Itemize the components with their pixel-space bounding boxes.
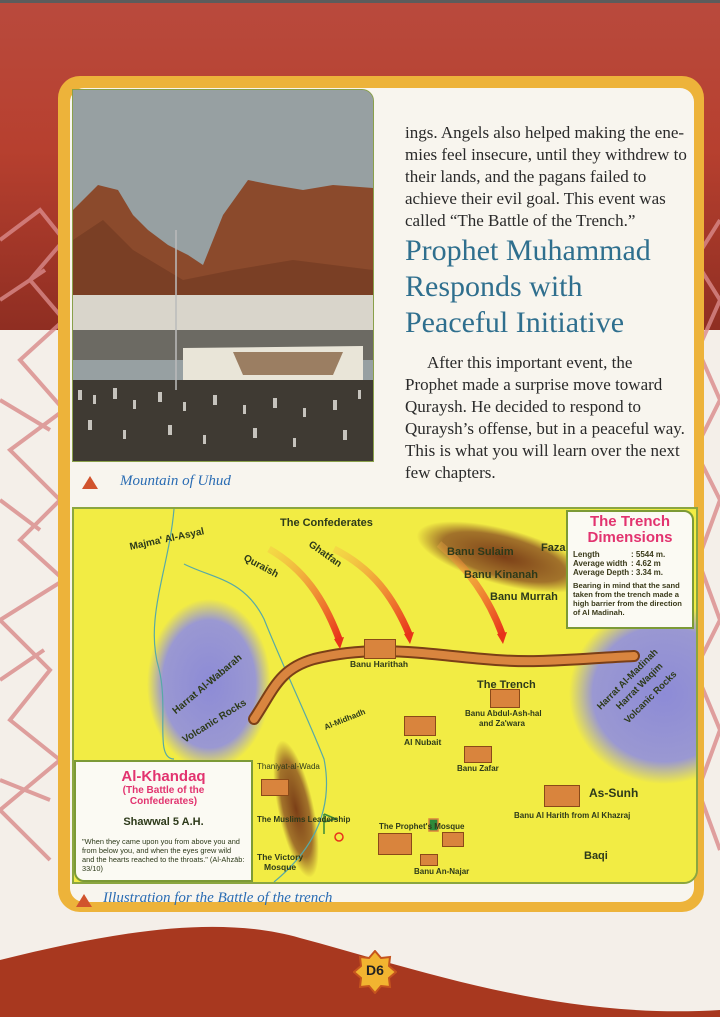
text-line: achieve their evil goal. This event was (405, 189, 666, 208)
label-thaniyat-al-wada: Thaniyat-al-Wada (257, 762, 320, 771)
al-khandaq-info-box: Al-Khandaq (The Battle of the Confederat… (74, 760, 253, 882)
dimension-row: Average Depth: 3.34 m. (573, 568, 664, 577)
paragraph-peaceful-initiative: After this important event, the Prophet … (405, 352, 705, 484)
label-confederates: The Confederates (280, 517, 373, 529)
heading-line: Responds with (405, 270, 583, 303)
text-line: Prophet made a surprise move toward (405, 375, 663, 394)
dimensions-title: The Trench (589, 513, 671, 530)
map-caption: Illustration for the Battle of the trenc… (103, 890, 333, 906)
fort-icon (404, 716, 436, 736)
khandaq-quote: "When they came upon you from above you … (82, 837, 245, 873)
fort-icon (490, 689, 520, 708)
text-line: This is what you will learn over the nex… (405, 441, 680, 460)
heading-line: Peaceful Initiative (405, 306, 625, 339)
label-banu-kinanah: Banu Kinanah (464, 569, 538, 581)
photo-caption: Mountain of Uhud (120, 473, 231, 489)
fort-icon (420, 854, 438, 866)
caption-triangle-icon (82, 476, 98, 489)
page-number-badge: D6 (352, 949, 398, 995)
text-line: After this important event, the (427, 353, 633, 372)
label-prophets-mosque: The Prophet's Mosque (379, 822, 465, 831)
label-banu-harithah: Banu Harithah (350, 659, 409, 669)
octagram-star-icon (352, 949, 398, 995)
khandaq-date: Shawwal 5 A.H. (123, 816, 204, 828)
left-star-pattern (0, 207, 64, 862)
dimension-row: Length: 5544 m. (573, 550, 666, 559)
fort-icon (261, 779, 289, 796)
dimension-row: Average width: 4.62 m (573, 559, 661, 568)
paragraph-battle-of-trench: ings. Angels also helped making the ene-… (405, 122, 705, 232)
fort-icon (378, 833, 412, 855)
text-line: their lands, and the pagans failed to (405, 167, 647, 186)
label-banu-zafar: Banu Zafar (457, 764, 499, 773)
text-line: mies feel insecure, until they withdrew … (405, 145, 687, 164)
trench-dimensions-box: The Trench Dimensions Length: 5544 m. Av… (566, 510, 694, 629)
khandaq-subtitle: (The Battle of the (122, 785, 205, 796)
label-baqi: Baqi (584, 850, 608, 862)
section-heading: Prophet Muhammad Responds with Peaceful … (405, 233, 705, 341)
label-banu-sulaim: Banu Sulaim (447, 546, 514, 558)
text-line: ings. Angels also helped making the ene- (405, 123, 685, 142)
label-muslims-leadership: The Muslims Leadership (257, 815, 351, 824)
label-the-trench: The Trench (477, 679, 536, 691)
heading-line: Prophet Muhammad (405, 234, 651, 267)
dimensions-title: Dimensions (587, 529, 673, 546)
fort-icon (442, 832, 464, 847)
fort-icon (364, 639, 396, 659)
dimensions-note: Bearing in mind that the sand taken from… (573, 581, 682, 617)
caption-triangle-icon (76, 894, 92, 907)
label-banu-al-harith: Banu Al Harith from Al Khazraj (514, 811, 631, 820)
fort-icon (544, 785, 580, 807)
text-line: few chapters. (405, 463, 496, 482)
text-line: Quraysh’s offense, but in a peaceful way… (405, 419, 685, 438)
khandaq-subtitle: Confederates) (129, 796, 198, 807)
label-as-sunh: As-Sunh (589, 786, 639, 800)
label-banu-murrah: Banu Murrah (490, 591, 558, 603)
label-banu-an-najar: Banu An-Najar (414, 867, 470, 876)
fort-icon (464, 746, 492, 763)
page-number: D6 (366, 962, 384, 978)
text-line: called “The Battle of the Trench.” (405, 211, 636, 230)
label-banu-abdul-ash-hal: Banu Abdul-Ash-hal (465, 709, 542, 718)
mountain-of-uhud-photo (72, 89, 374, 462)
label-zawara: and Za'wara (479, 719, 525, 728)
label-al-nubait: Al Nubait (404, 737, 442, 747)
text-line: Quraysh. He decided to respond to (405, 397, 642, 416)
khandaq-title: Al-Khandaq (121, 768, 206, 785)
